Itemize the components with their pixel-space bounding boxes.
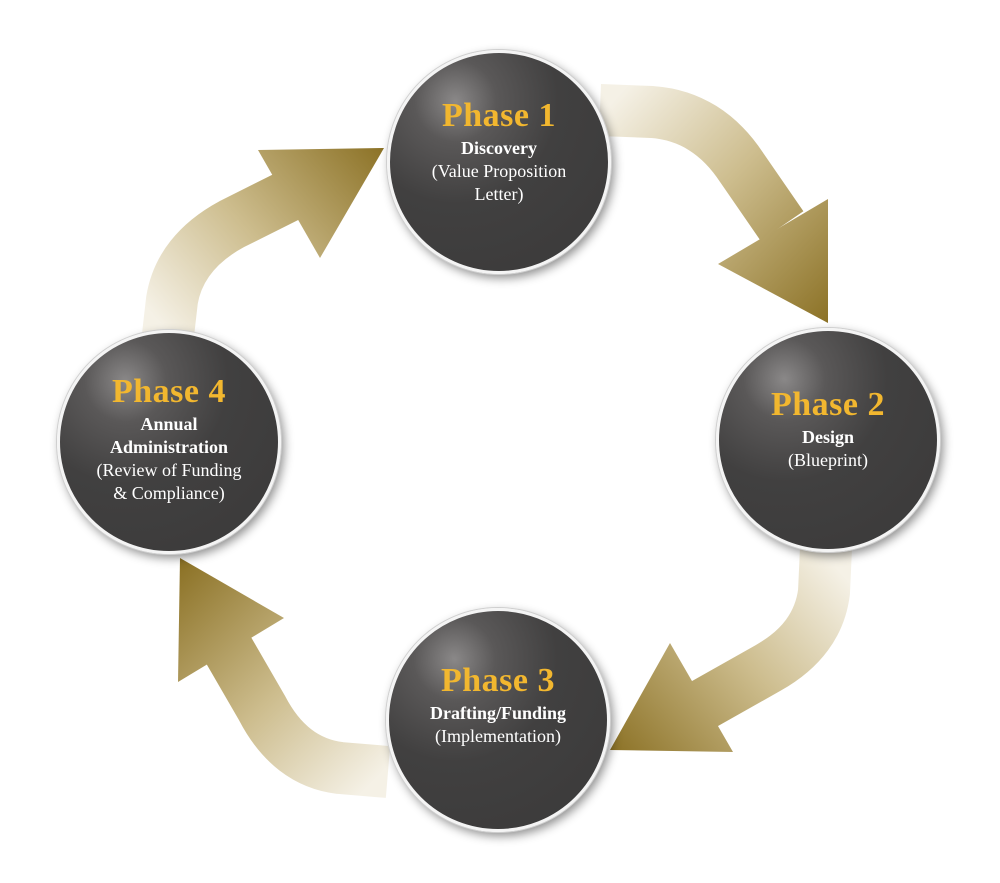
- phase-4-name-line: Annual: [140, 414, 198, 434]
- arrow-phase2-to-phase3: [610, 546, 852, 752]
- phase-1-title: Phase 1: [442, 96, 556, 134]
- phase-3-name-line: Drafting/Funding: [429, 703, 567, 723]
- phase-2-description: (Blueprint): [788, 449, 868, 472]
- phase-4-name: Annual Administration: [110, 413, 228, 459]
- arrow-phase4-to-phase1: [142, 148, 384, 338]
- phase-2-desc-line: (Blueprint): [788, 450, 868, 470]
- phase-1-desc-line: (Value Proposition: [431, 160, 567, 181]
- phase-4-name-line: Administration: [109, 437, 228, 457]
- phase-2-name-line: Design: [801, 427, 854, 447]
- phase-3-description: (Implementation): [435, 725, 561, 748]
- phase-2-title: Phase 2: [771, 386, 885, 423]
- phase-3-name: Drafting/Funding: [430, 702, 566, 725]
- phase-3-title: Phase 3: [441, 662, 555, 699]
- arrow-phase3-to-phase4: [178, 558, 391, 798]
- arrow-phase1-to-phase2: [599, 84, 828, 323]
- phase-3-node: Phase 3 Drafting/Funding (Implementation…: [386, 608, 610, 832]
- phase-1-name: Discovery: [461, 137, 537, 160]
- phase-1-desc-line: Letter): [474, 183, 524, 204]
- phase-4-desc-line: (Review of Funding: [96, 460, 242, 480]
- phase-4-description: (Review of Funding & Compliance): [97, 459, 242, 505]
- phase-2-name: Design: [802, 426, 854, 449]
- phase-4-title: Phase 4: [112, 373, 226, 410]
- phase-1-name-line: Discovery: [461, 137, 537, 158]
- phase-1-node: Phase 1 Discovery (Value Proposition Let…: [387, 50, 611, 274]
- phase-2-node: Phase 2 Design (Blueprint): [716, 328, 940, 552]
- phase-3-desc-line: (Implementation): [435, 726, 561, 746]
- phase-4-desc-line: & Compliance): [113, 483, 225, 503]
- phase-1-description: (Value Proposition Letter): [432, 160, 567, 206]
- phase-4-node: Phase 4 Annual Administration (Review of…: [57, 330, 281, 554]
